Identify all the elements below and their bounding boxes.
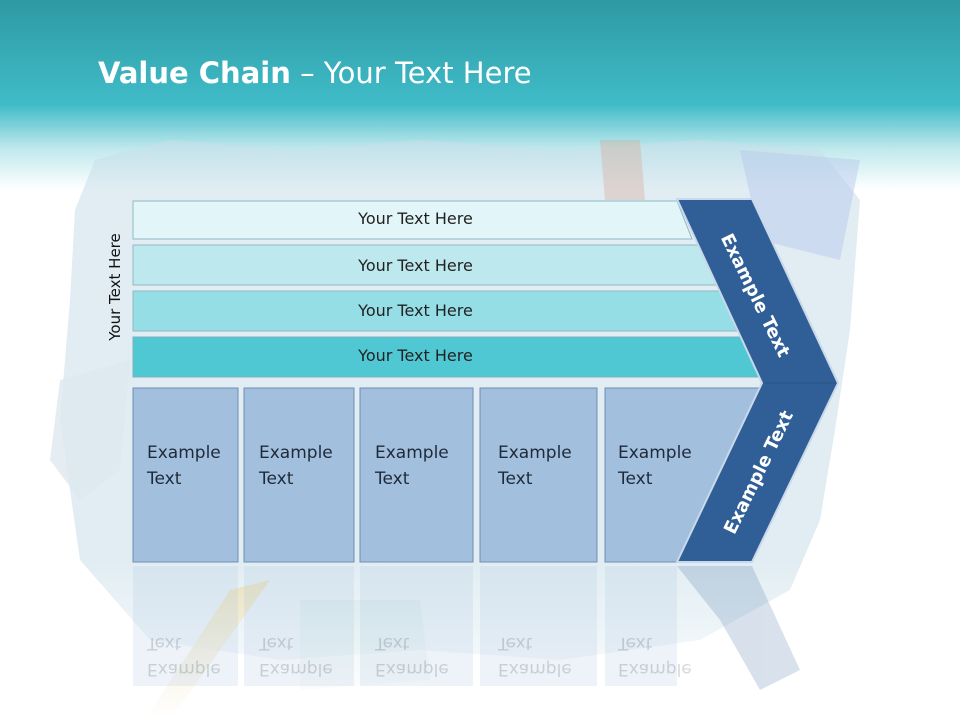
reflection <box>133 566 800 690</box>
title-bold: Value Chain <box>98 56 291 90</box>
chevron-margin <box>675 198 840 563</box>
box-2 <box>243 387 355 563</box>
slide-title: Value Chain – Your Text Here <box>98 56 532 90</box>
row-2-label: Your Text Here <box>358 256 473 275</box>
row-1-label: Your Text Here <box>358 209 473 228</box>
box-4 <box>479 387 598 563</box>
title-rest: – Your Text Here <box>290 56 532 90</box>
box-3 <box>359 387 474 563</box>
row-4-label: Your Text Here <box>358 346 473 365</box>
row-1 <box>132 200 693 240</box>
row-3-label: Your Text Here <box>358 301 473 320</box>
box-1 <box>132 387 239 563</box>
